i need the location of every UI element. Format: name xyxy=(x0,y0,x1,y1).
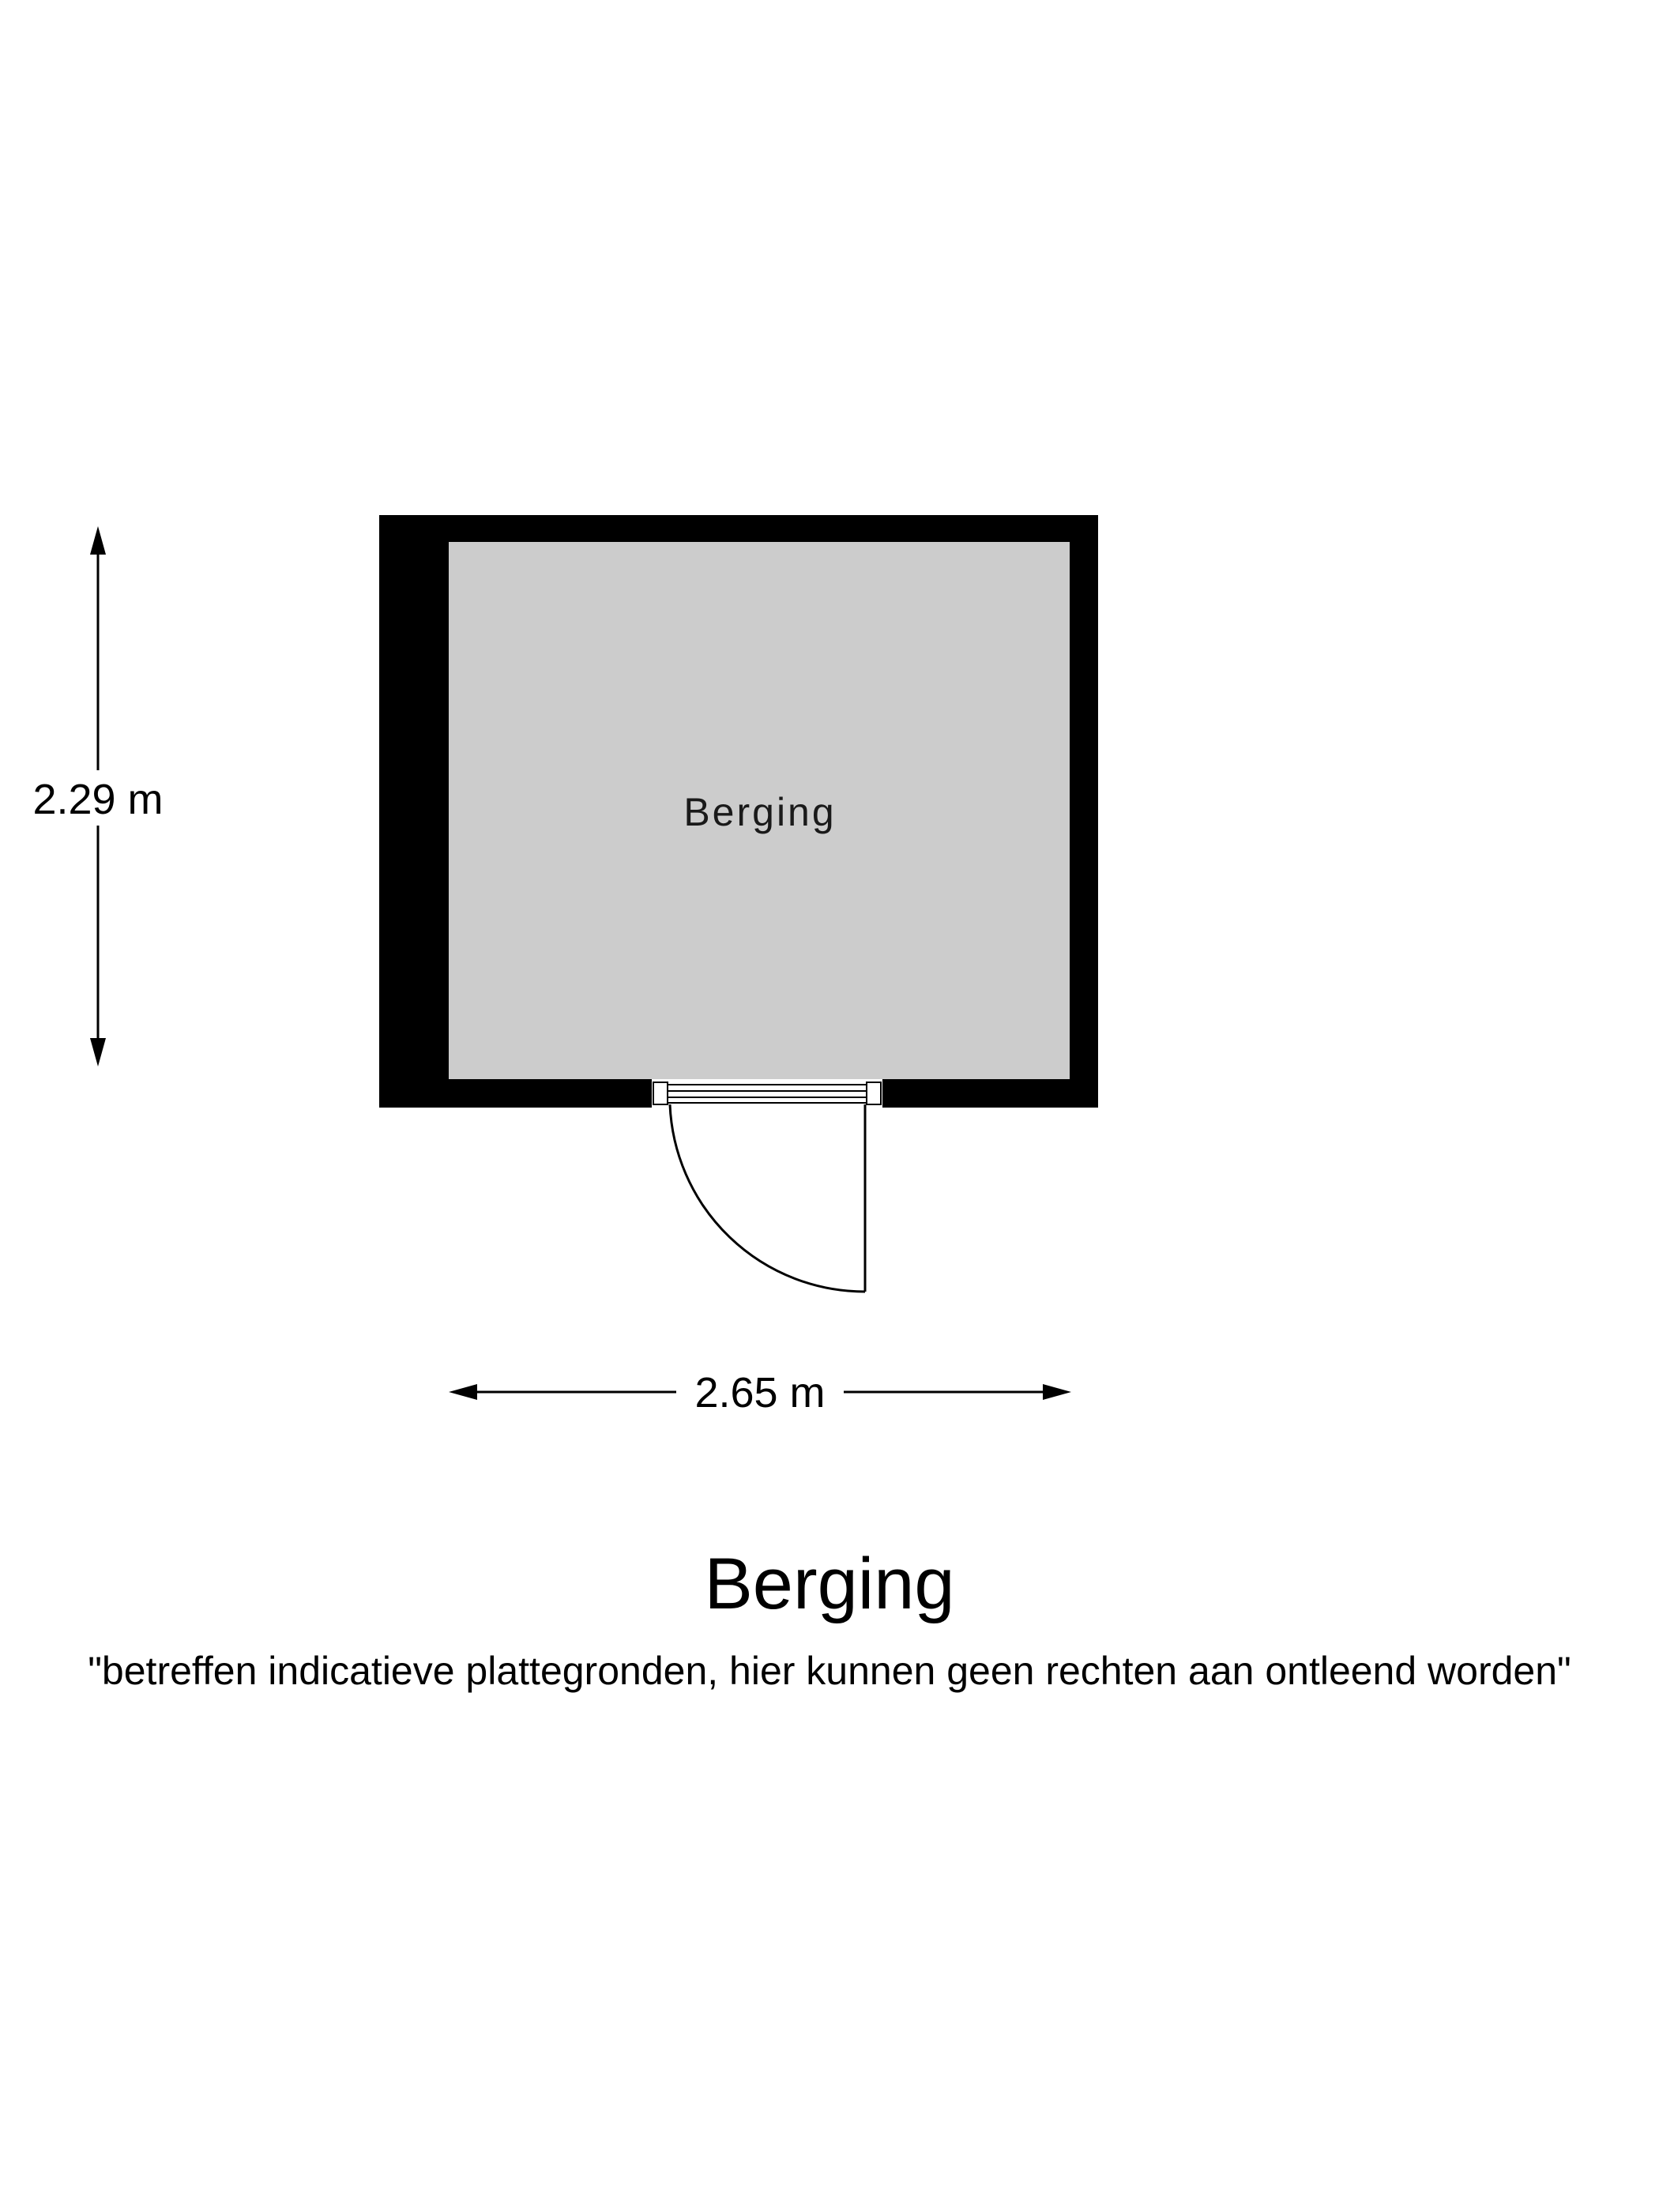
arrow-right-icon xyxy=(1043,1384,1071,1400)
arrow-up-icon xyxy=(90,526,106,555)
floorplan-title: Berging xyxy=(704,1544,955,1624)
width-dimension: 2.65 m xyxy=(449,1369,1071,1416)
arrow-left-icon xyxy=(449,1384,477,1400)
door xyxy=(652,1079,882,1293)
arrow-down-icon xyxy=(90,1038,106,1066)
height-dimension: 2.29 m xyxy=(32,526,164,1066)
door-swing-arc xyxy=(668,1104,866,1293)
disclaimer-text: "betreffen indicatieve plattegronden, hi… xyxy=(88,1649,1571,1693)
room-label: Berging xyxy=(683,790,836,834)
height-dimension-label: 2.29 m xyxy=(32,776,163,823)
width-dimension-label: 2.65 m xyxy=(694,1369,825,1416)
room-floor xyxy=(449,542,1070,1079)
